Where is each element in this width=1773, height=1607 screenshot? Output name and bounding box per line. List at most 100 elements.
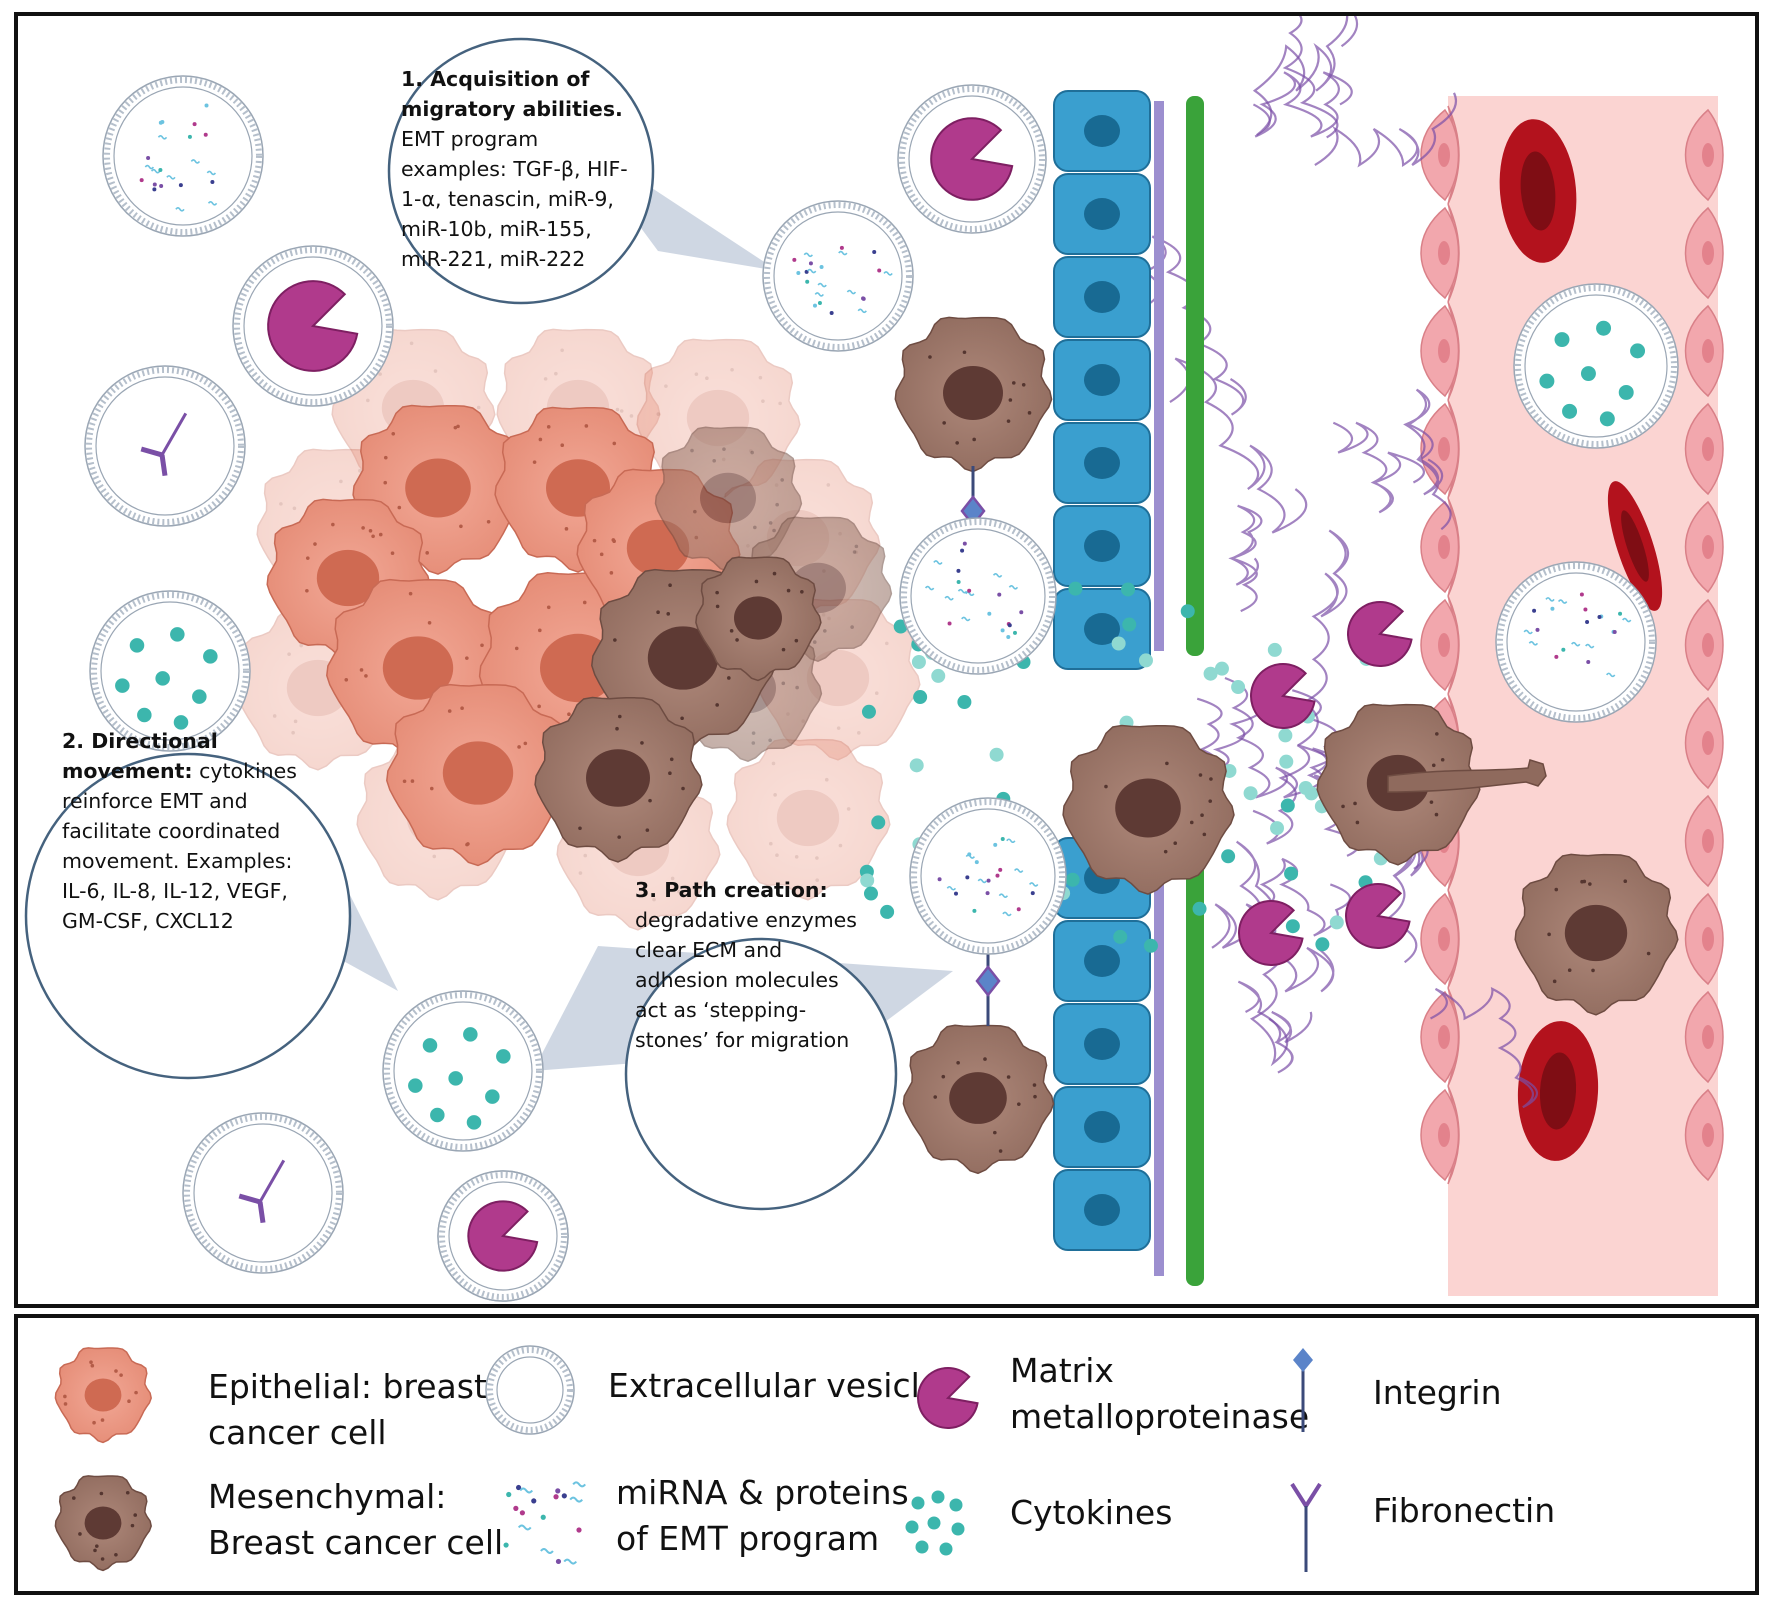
epithelial-layer-nucleus bbox=[1084, 447, 1120, 479]
cytokines-icon bbox=[905, 1490, 965, 1556]
cytokine bbox=[1315, 937, 1330, 952]
cytokine bbox=[1285, 919, 1300, 934]
ecm-fibre bbox=[1297, 529, 1350, 747]
endothelial-nucleus bbox=[1702, 1123, 1714, 1147]
legend-cytokine-dot bbox=[927, 1516, 941, 1530]
scene-illustration bbox=[24, 16, 1724, 1302]
cytokine bbox=[1270, 821, 1285, 836]
legend-protein-dot bbox=[540, 1514, 546, 1520]
legend-cytokine-dot bbox=[939, 1542, 953, 1556]
callout-acquisition-line: miR-10b, miR-155, bbox=[401, 217, 592, 241]
callout-path-line: clear ECM and bbox=[635, 938, 783, 962]
legend-cytokine-dot bbox=[915, 1540, 929, 1554]
legend-panel: Epithelial: breast cancer cell Mesenchym… bbox=[14, 1314, 1759, 1595]
ecm-fibre bbox=[1332, 421, 1426, 514]
extracellular-vesicle bbox=[899, 517, 1057, 675]
endothelial-nucleus bbox=[1702, 339, 1714, 363]
legend-protein-dot bbox=[576, 1527, 582, 1533]
cytokine bbox=[863, 886, 878, 901]
legend-mesenchymal-line: Breast cancer cell bbox=[208, 1523, 504, 1562]
legend-protein-dot bbox=[519, 1510, 525, 1516]
callout-path-line: adhesion molecules bbox=[635, 968, 839, 992]
legend-protein-dot bbox=[553, 1494, 559, 1500]
epithelial-cell-icon bbox=[54, 1347, 152, 1444]
tumor-mass bbox=[236, 328, 921, 931]
legend-cytokine-dot bbox=[931, 1490, 945, 1504]
extracellular-vesicle bbox=[437, 1170, 569, 1302]
epithelial-layer-nucleus bbox=[1084, 198, 1120, 230]
mmp-enzyme bbox=[1250, 663, 1316, 729]
endothelial-nucleus bbox=[1702, 241, 1714, 265]
cytokine bbox=[913, 690, 928, 705]
legend-mmp bbox=[917, 1367, 979, 1429]
legend-fibronectin-arms bbox=[1290, 1482, 1322, 1510]
fibronectin-molecule bbox=[140, 412, 188, 477]
endothelial-nucleus bbox=[1702, 633, 1714, 657]
cytokine bbox=[880, 904, 895, 919]
myoepithelial-strip bbox=[1154, 101, 1164, 651]
mesenchymal-cell bbox=[1062, 724, 1235, 895]
legend-fibronectin-line: Fibronectin bbox=[1373, 1491, 1556, 1530]
legend-cytokines-line: Cytokines bbox=[1010, 1493, 1173, 1532]
callout-circles bbox=[24, 37, 898, 1302]
extracellular-vesicle-icon bbox=[485, 1345, 575, 1435]
epithelial-layer bbox=[1053, 90, 1204, 1286]
mesenchymal-cell bbox=[894, 316, 1053, 473]
legend-mesenchymal-line: Mesenchymal: bbox=[208, 1477, 447, 1516]
callout-acquisition-line: miR-221, miR-222 bbox=[401, 247, 586, 271]
mmp-enzyme bbox=[267, 280, 359, 372]
callout-directional-line: cytokines bbox=[192, 759, 297, 783]
invading-mesenchymal-cell bbox=[1316, 703, 1547, 866]
ecm-fibre bbox=[1252, 16, 1358, 136]
cytokine bbox=[860, 873, 875, 888]
ecm-fibre bbox=[1228, 504, 1263, 613]
cytokine bbox=[989, 747, 1004, 762]
legend-protein-dot bbox=[561, 1493, 567, 1499]
endothelial-nucleus bbox=[1702, 437, 1714, 461]
mmp-enzyme bbox=[1345, 883, 1411, 949]
ecm-fibre bbox=[1237, 980, 1313, 1074]
red-blood-cell-center bbox=[1621, 510, 1649, 582]
legend-fibronectin-label: Fibronectin bbox=[1373, 1488, 1555, 1534]
legend-vesicle-line: Extracellular vesicle bbox=[608, 1366, 941, 1405]
invadopodium bbox=[1387, 759, 1547, 793]
legend-integrin-label: Integrin bbox=[1373, 1370, 1502, 1416]
legend-protein-dot bbox=[531, 1498, 537, 1504]
cytokine bbox=[1068, 581, 1083, 596]
callout-directional-title-cont: movement: bbox=[62, 759, 193, 783]
fibronectin-icon bbox=[1290, 1482, 1322, 1572]
legend-integrin-head bbox=[1293, 1348, 1313, 1372]
mmp-icon bbox=[917, 1367, 979, 1429]
legend-protein-dot bbox=[515, 1484, 522, 1491]
red-blood-cell-center bbox=[1520, 151, 1556, 231]
endothelial-nucleus bbox=[1702, 829, 1714, 853]
extracellular-vesicle bbox=[1513, 283, 1679, 449]
endothelial-nucleus bbox=[1438, 437, 1450, 461]
legend-mirna-label: miRNA & proteins of EMT program bbox=[616, 1470, 909, 1562]
cytokine bbox=[1280, 798, 1295, 813]
endothelial-nucleus bbox=[1702, 927, 1714, 951]
endothelial-nucleus bbox=[1702, 535, 1714, 559]
endothelial-nucleus bbox=[1438, 927, 1450, 951]
diagram-panel: 1. Acquisition of migratory abilities. E… bbox=[14, 12, 1759, 1308]
callout-acquisition-text: 1. Acquisition of migratory abilities. E… bbox=[401, 64, 631, 274]
legend-cytokine-dot bbox=[949, 1498, 963, 1512]
cytokine bbox=[1203, 666, 1218, 681]
legend-vesicle bbox=[485, 1345, 575, 1435]
cytokine bbox=[871, 815, 886, 830]
endothelial-nucleus bbox=[1438, 535, 1450, 559]
legend-cytokine-dot bbox=[951, 1522, 965, 1536]
endothelial-nucleus bbox=[1438, 339, 1450, 363]
epithelial-layer-nucleus bbox=[1084, 530, 1120, 562]
extracellular-vesicle bbox=[897, 84, 1047, 234]
cytokine bbox=[1221, 849, 1236, 864]
callout-directional-title: 2. Directional bbox=[62, 729, 218, 753]
epithelial-layer-nucleus bbox=[1084, 364, 1120, 396]
callout-directional-text: 2. Directional movement: cytokines reinf… bbox=[62, 726, 332, 936]
cytokine bbox=[1138, 653, 1153, 668]
legend-epithelial-line: cancer cell bbox=[208, 1413, 387, 1452]
ecm-fibre bbox=[1430, 986, 1539, 1109]
endothelial-nucleus bbox=[1702, 731, 1714, 755]
cytokine bbox=[1279, 754, 1294, 769]
mesenchymal-cell bbox=[695, 556, 822, 682]
